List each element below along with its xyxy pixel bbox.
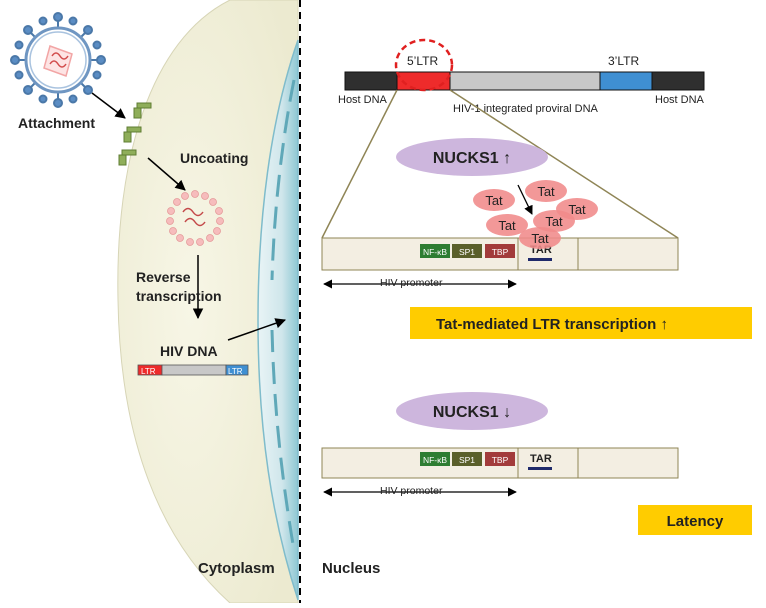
- tat-oval: [519, 227, 561, 249]
- tbp-label-lower: TBP: [492, 455, 509, 465]
- tat-proteins: Tat Tat Tat Tat Tat Tat: [473, 180, 598, 249]
- cytoplasm-label: Cytoplasm: [198, 560, 275, 577]
- transcription-result-label: Tat-mediated LTR transcription ↑: [436, 316, 668, 333]
- hiv-dna-label: HIV DNA: [160, 343, 218, 359]
- transcription-result-box: [410, 307, 752, 339]
- tat-label: Tat: [545, 214, 563, 229]
- uncoated-capsid-icon: [166, 190, 224, 246]
- zoom-lines: [321, 89, 679, 239]
- hiv-dna-bar: LTR LTR: [137, 364, 249, 376]
- nfkb-box-upper: [420, 244, 450, 258]
- hiv-virion-icon: [10, 12, 106, 108]
- nfkb-label-upper: NF-κB: [423, 247, 447, 257]
- latency-result-box: [638, 505, 752, 535]
- tat-oval: [533, 210, 575, 232]
- tat-oval: [525, 180, 567, 202]
- small-ltr-left-label: LTR: [141, 367, 156, 376]
- host-dna-right-label: Host DNA: [655, 94, 705, 106]
- nfkb-label-lower: NF-κB: [423, 455, 447, 465]
- receptor-icon: [118, 102, 152, 166]
- promoter-label-lower: HIV promoter: [380, 485, 443, 497]
- nucks1-down-label: NUCKS1 ↓: [433, 404, 511, 421]
- uncoating-label: Uncoating: [180, 150, 248, 166]
- nucks1-up-label: NUCKS1 ↑: [433, 150, 511, 167]
- promoter-label-upper: HIV promoter: [380, 277, 443, 289]
- tar-bar-upper: [528, 258, 552, 261]
- tat-label: Tat: [531, 231, 549, 246]
- latency-result-label: Latency: [667, 513, 724, 530]
- tbp-label-upper: TBP: [492, 247, 509, 257]
- sp1-box-lower: [452, 452, 482, 466]
- nucks1-down-oval: [396, 392, 548, 430]
- tat-label: Tat: [485, 193, 503, 208]
- lower-panel: NUCKS1 ↓ NF-κB SP1 TBP TAR HIV promoter …: [321, 392, 752, 535]
- integrated-provirus: 5’LTR 3’LTR Host DNA Host DNA HIV-1 inte…: [338, 38, 705, 115]
- ltr5-highlight-circle: [394, 38, 454, 92]
- lifecycle-arrows: [91, 92, 286, 341]
- reverse-transcription-label-line2: transcription: [136, 288, 222, 304]
- ltr5-label: 5’LTR: [407, 54, 438, 68]
- tat-oval: [486, 214, 528, 236]
- tat-label: Tat: [568, 202, 586, 217]
- sp1-label-upper: SP1: [459, 247, 475, 257]
- upper-panel: NUCKS1 ↑ NF-κB SP1 TBP TAR Tat Tat Tat T…: [321, 138, 752, 339]
- attachment-label: Attachment: [18, 115, 95, 131]
- cell-cytoplasm: [117, 0, 299, 604]
- host-dna-left-label: Host DNA: [338, 94, 388, 106]
- tat-label: Tat: [498, 218, 516, 233]
- integrated-proviral-label: HIV-1 integrated proviral DNA: [453, 103, 599, 115]
- reverse-transcription-label-line1: Reverse: [136, 269, 191, 285]
- ltr3-label: 3’LTR: [608, 54, 639, 68]
- tbp-box-lower: [485, 452, 515, 466]
- nfkb-box-lower: [420, 452, 450, 466]
- nucleus-label: Nucleus: [322, 560, 380, 577]
- sp1-box-upper: [452, 244, 482, 258]
- nucks1-up-oval: [396, 138, 548, 176]
- small-ltr-right-label: LTR: [228, 367, 243, 376]
- sp1-label-lower: SP1: [459, 455, 475, 465]
- tat-oval: [473, 189, 515, 211]
- tar-label-lower: TAR: [530, 453, 552, 465]
- tat-label: Tat: [537, 184, 555, 199]
- tbp-box-upper: [485, 244, 515, 258]
- tar-bar-lower: [528, 467, 552, 470]
